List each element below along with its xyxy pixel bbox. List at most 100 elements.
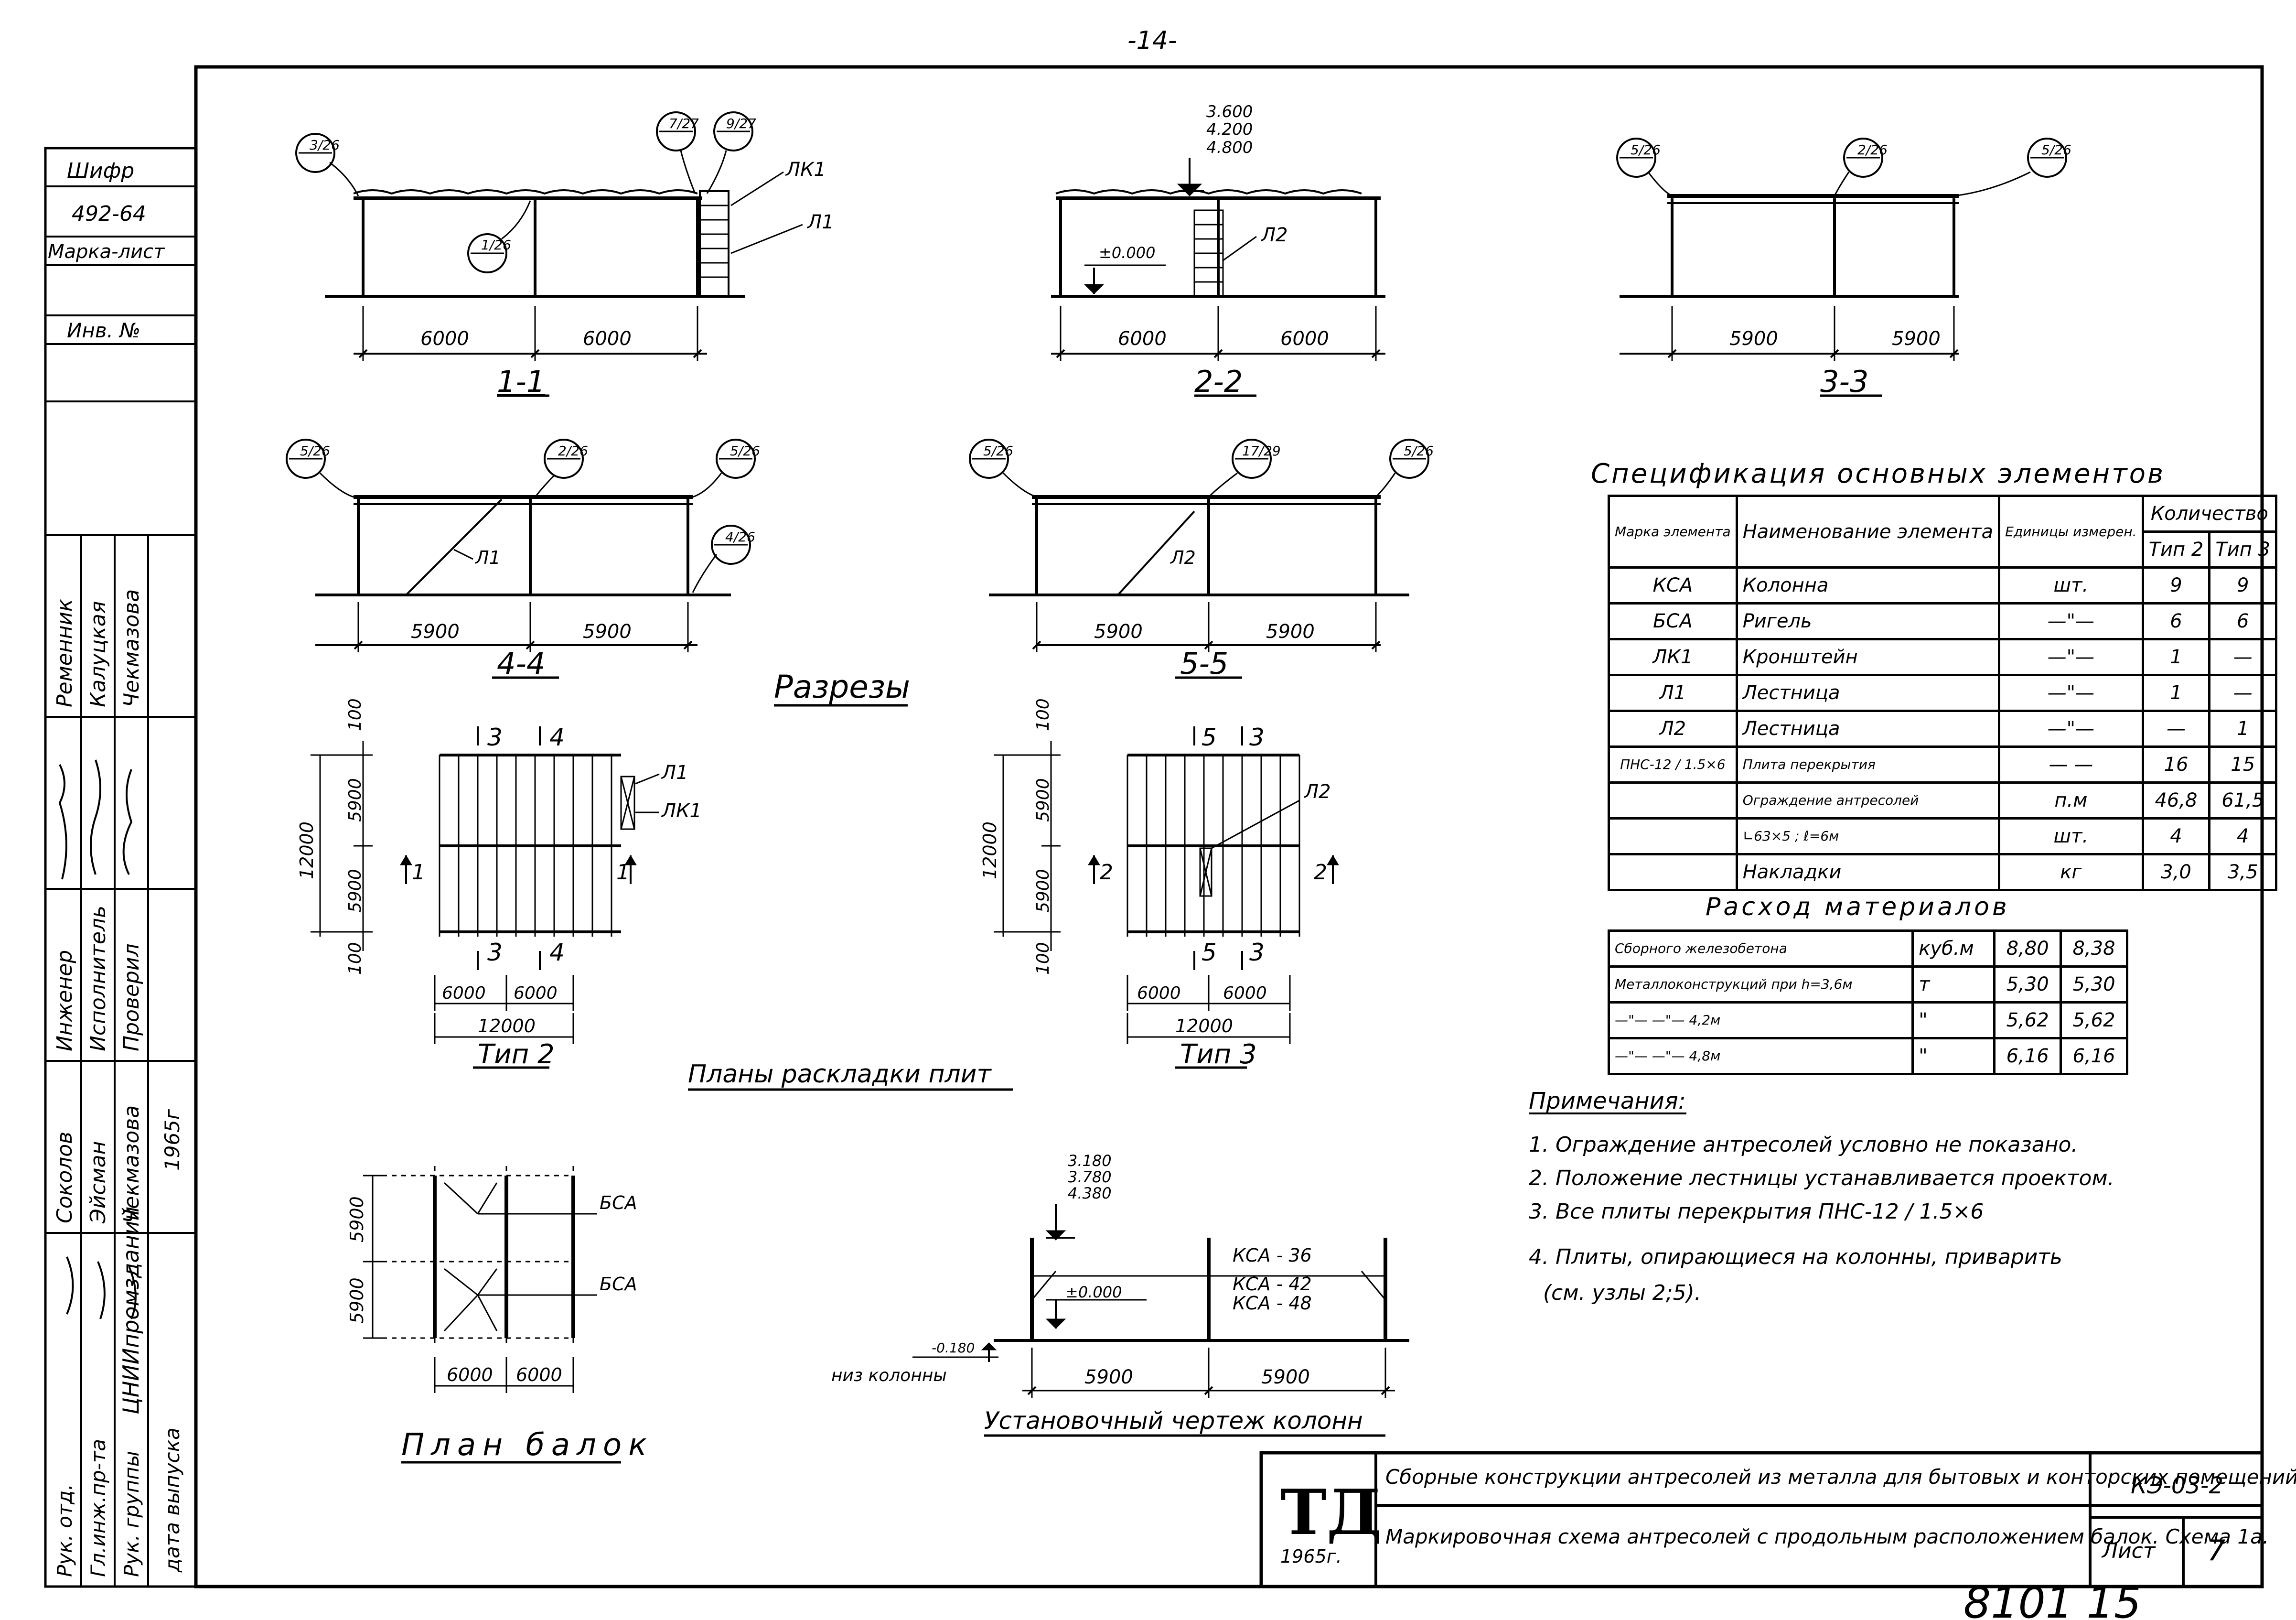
materials-cell: т bbox=[1911, 965, 1996, 1004]
materials-cell: 8,38 bbox=[2060, 929, 2128, 968]
archive-code: 8101 15 bbox=[1963, 1578, 2141, 1620]
stamp-name2-3: Чекмазова bbox=[119, 1105, 144, 1223]
spec-cell: Лестница bbox=[1735, 710, 2001, 748]
spec-cell: 1 bbox=[2141, 674, 2211, 712]
plan-mark-5: 5 bbox=[1202, 939, 1217, 966]
plan-type-3-label: Тип 3 bbox=[1180, 1039, 1257, 1070]
spec-cell: 4 bbox=[2208, 817, 2278, 855]
materials-cell: Сборного железобетона bbox=[1607, 929, 1914, 968]
stamp-org: ЦНИИпромзданий bbox=[118, 1206, 144, 1415]
spec-cell: —"— bbox=[1998, 710, 2144, 748]
section-4-4 bbox=[286, 439, 756, 652]
cipher-label: Шифр bbox=[67, 159, 134, 183]
dim-5900: 5900 bbox=[1033, 778, 1053, 822]
plan-mark-5: 5 bbox=[1202, 724, 1217, 751]
spec-cell: —"— bbox=[1998, 602, 2144, 640]
section-label-2-2: 2-2 bbox=[1194, 364, 1243, 399]
callout-4: 4/26 bbox=[725, 529, 755, 545]
label-l2: Л2 bbox=[1303, 781, 1331, 803]
spec-cell: —"— bbox=[1998, 674, 2144, 712]
materials-cell: 5,62 bbox=[1993, 1001, 2062, 1039]
spec-cell bbox=[1608, 817, 1738, 855]
plan-type-2-label: Тип 2 bbox=[478, 1039, 555, 1070]
dim-5900: 5900 bbox=[1094, 621, 1143, 643]
label-lk1: ЛК1 bbox=[785, 159, 826, 181]
section-label-4-4: 4-4 bbox=[497, 646, 545, 681]
spec-cell: Кронштейн bbox=[1735, 638, 2001, 676]
title-block bbox=[1259, 1451, 2264, 1588]
plan-mark-3: 3 bbox=[1249, 939, 1265, 966]
spec-cell bbox=[1608, 781, 1738, 820]
label-l1: Л1 bbox=[806, 211, 834, 233]
dim-100: 100 bbox=[345, 942, 365, 975]
dim-100: 100 bbox=[1033, 698, 1053, 731]
dim-100: 100 bbox=[345, 698, 365, 731]
spec-cell: 46,8 bbox=[2141, 781, 2211, 820]
dim-6000: 6000 bbox=[1223, 983, 1267, 1003]
note-1: 1. Ограждение антресолей условно не пока… bbox=[1529, 1133, 2078, 1157]
callout-9: 9/27 bbox=[726, 116, 756, 131]
plan-mark-2: 2 bbox=[1314, 860, 1327, 885]
section-3-3 bbox=[1616, 138, 2067, 361]
spec-cell: — bbox=[2208, 638, 2278, 676]
callout-5: 5/26 bbox=[1404, 443, 1434, 459]
dim-6000: 6000 bbox=[514, 983, 558, 1003]
level-3180: 3.180 bbox=[1068, 1152, 1112, 1170]
plan-type-2 bbox=[311, 726, 660, 1044]
label-l2: Л2 bbox=[1169, 547, 1196, 568]
spec-cell: 61,5 bbox=[2208, 781, 2278, 820]
spec-title: Спецификация основных элементов bbox=[1591, 458, 2165, 489]
level-3600: 3.600 bbox=[1206, 102, 1253, 121]
spec-cell: Лестница bbox=[1735, 674, 2001, 712]
stamp-name-3: Чекмазова bbox=[119, 589, 144, 707]
spec-cell: Накладки bbox=[1735, 853, 2001, 891]
spec-cell: ПНС-12 / 1.5×6 bbox=[1608, 745, 1738, 784]
callout-5: 5/26 bbox=[730, 443, 760, 459]
spec-cell: Плита перекрытия bbox=[1735, 745, 2001, 784]
signature bbox=[58, 764, 67, 880]
note-5: (см. узлы 2;5). bbox=[1543, 1281, 1701, 1305]
materials-title: Расход материалов bbox=[1706, 893, 2010, 921]
spec-cell: 3,5 bbox=[2208, 853, 2278, 891]
spec-header-mark: Марка элемента bbox=[1608, 495, 1738, 569]
callout-2: 2/26 bbox=[558, 443, 588, 459]
callout-5: 5/26 bbox=[2041, 142, 2071, 158]
label-lk1: ЛК1 bbox=[661, 800, 702, 822]
role-checked: Проверил bbox=[119, 943, 144, 1051]
beam-plan bbox=[363, 1166, 597, 1393]
spec-cell: Колонна bbox=[1735, 566, 2001, 605]
spec-cell: 16 bbox=[2141, 745, 2211, 784]
spec-cell: 15 bbox=[2208, 745, 2278, 784]
materials-cell: 8,80 bbox=[1993, 929, 2062, 968]
materials-cell: " bbox=[1911, 1037, 1996, 1075]
note-3: 3. Все плиты перекрытия ПНС-12 / 1.5×6 bbox=[1529, 1199, 1984, 1224]
dim-6000: 6000 bbox=[442, 983, 486, 1003]
spec-cell: 4 bbox=[2141, 817, 2211, 855]
notes-title: Примечания: bbox=[1529, 1088, 1686, 1114]
dim-5900: 5900 bbox=[1892, 328, 1941, 350]
spec-cell: — — bbox=[1998, 745, 2144, 784]
plan-type-3 bbox=[994, 726, 1339, 1044]
dim-5900: 5900 bbox=[583, 621, 632, 643]
page-number: -14- bbox=[1127, 26, 1177, 55]
spec-header-unit: Единицы измерен. bbox=[1998, 495, 2144, 569]
marka-list-label: Марка-лист bbox=[48, 241, 165, 263]
column-install-drawing bbox=[912, 1204, 1409, 1398]
label-l1: Л1 bbox=[661, 762, 688, 784]
plan-mark-1: 1 bbox=[412, 860, 425, 885]
title-line-2: Маркировочная схема антресолей с продоль… bbox=[1385, 1525, 2269, 1548]
stamp-name2-1: Соколов bbox=[53, 1132, 77, 1223]
callout-17: 17/29 bbox=[1242, 443, 1281, 459]
dim-5900: 5900 bbox=[411, 621, 460, 643]
plan-mark-3: 3 bbox=[1249, 724, 1265, 751]
beam-plan-title: План балок bbox=[401, 1427, 654, 1463]
